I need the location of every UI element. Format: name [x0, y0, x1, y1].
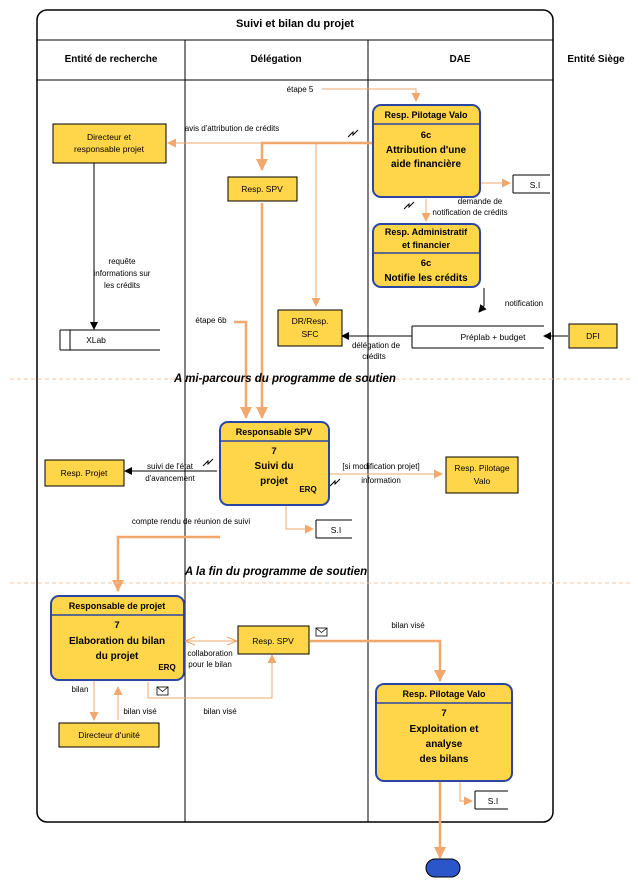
label-requete-2: informations sur [94, 269, 151, 278]
preplab-budget-store: Préplab + budget [411, 325, 544, 349]
svg-text:Valo: Valo [474, 476, 491, 486]
svg-text:et financier: et financier [402, 240, 451, 250]
xlab-store: XLab [59, 329, 160, 351]
svg-text:Suivi du: Suivi du [255, 461, 294, 472]
label-delegation-1: délégation de [352, 341, 401, 350]
separator-fin: A la fin du programme de soutien [184, 566, 367, 578]
svg-text:des bilans: des bilans [420, 754, 469, 765]
label-si-modif-2: information [361, 476, 401, 485]
svg-text:Directeur d'unité: Directeur d'unité [78, 730, 140, 740]
svg-text:7: 7 [441, 708, 446, 719]
svg-text:Préplab + budget: Préplab + budget [461, 332, 527, 342]
svg-text:SFC: SFC [302, 329, 319, 339]
svg-text:Responsable SPV: Responsable SPV [236, 427, 313, 437]
label-suivi-etat-2: d'avancement [145, 474, 195, 483]
lane-delegation: Délégation [250, 54, 301, 65]
box-responsable-projet-elaboration[interactable]: Responsable de projet 7 Elaboration du b… [50, 595, 185, 681]
svg-text:6c: 6c [421, 258, 432, 269]
svg-text:Resp. SPV: Resp. SPV [252, 636, 294, 646]
svg-text:Resp. Pilotage Valo: Resp. Pilotage Valo [384, 110, 468, 120]
lightning-icon [202, 458, 214, 467]
svg-text:analyse: analyse [426, 739, 463, 750]
label-demande-2: notification de crédits [432, 208, 507, 217]
box-dfi[interactable]: DFI [568, 323, 618, 349]
svg-text:Resp. SPV: Resp. SPV [241, 184, 283, 194]
box-directeur-responsable-projet[interactable]: Directeur et responsable projet [52, 123, 167, 164]
lane-dae: DAE [449, 54, 470, 65]
label-suivi-etat-1: suivi de l'état [147, 462, 194, 471]
svg-text:DR/Resp.: DR/Resp. [292, 316, 329, 326]
svg-text:responsable projet: responsable projet [74, 144, 145, 154]
svg-text:DFI: DFI [586, 331, 600, 341]
diagram-title: Suivi et bilan du projet [236, 18, 354, 30]
label-collaboration-2: pour le bilan [188, 660, 232, 669]
separator-mi-parcours: A mi-parcours du programme de soutien [173, 373, 396, 385]
lightning-icon [347, 129, 359, 138]
si-store-3: S.I [474, 790, 508, 810]
svg-text:S.I: S.I [488, 796, 498, 806]
box-pilotage-valo-attribution[interactable]: Resp. Pilotage Valo 6c Attribution d'une… [372, 104, 481, 198]
label-avis: avis d'attribution de crédits [185, 124, 279, 133]
box-dr-resp-sfc[interactable]: DR/Resp. SFC [277, 309, 343, 347]
box-resp-admin-financier[interactable]: Resp. Administratif et financier 6c Noti… [372, 223, 481, 288]
lane-siege: Entité Siège [567, 54, 625, 65]
svg-text:aide financière: aide financière [391, 159, 461, 170]
svg-text:XLab: XLab [86, 335, 106, 345]
svg-text:Elaboration du bilan: Elaboration du bilan [69, 636, 165, 647]
svg-text:Notifie les crédits: Notifie les crédits [384, 273, 468, 284]
label-bilan-vise-left: bilan visé [123, 707, 157, 716]
label-etape5: étape 5 [287, 85, 314, 94]
end-terminal[interactable] [425, 858, 461, 878]
label-bilan-vise-top: bilan visé [391, 621, 425, 630]
label-collaboration-1: collaboration [187, 649, 232, 658]
svg-text:projet: projet [260, 476, 288, 487]
thick-orange-flows [112, 141, 446, 859]
label-notification: notification [505, 299, 543, 308]
box-pilotage-valo-exploitation[interactable]: Resp. Pilotage Valo 7 Exploitation et an… [375, 683, 513, 782]
svg-text:S.I: S.I [530, 180, 540, 190]
label-bilan-vise-mid: bilan visé [203, 707, 237, 716]
svg-text:Attribution d'une: Attribution d'une [386, 145, 467, 156]
box-resp-spv-top[interactable]: Resp. SPV [227, 176, 298, 202]
label-etape6b: étape 6b [195, 316, 227, 325]
message-lightning-icons [202, 129, 415, 487]
black-flows [90, 163, 568, 475]
box-pilotage-valo-mid[interactable]: Resp. Pilotage Valo [445, 456, 519, 494]
svg-text:7: 7 [114, 620, 119, 631]
svg-text:du projet: du projet [96, 651, 139, 662]
svg-text:Directeur et: Directeur et [87, 132, 132, 142]
lightning-icon [403, 201, 415, 210]
si-store-2: S.I [315, 519, 352, 539]
label-delegation-2: crédits [362, 352, 386, 361]
svg-text:Resp. Projet: Resp. Projet [61, 468, 108, 478]
label-requete-3: les crédits [104, 281, 140, 290]
box-responsable-spv-suivi[interactable]: Responsable SPV 7 Suivi du projet ERQ [219, 421, 330, 506]
svg-text:7: 7 [271, 446, 276, 457]
box-resp-spv-bottom[interactable]: Resp. SPV [237, 625, 310, 655]
svg-text:6c: 6c [421, 130, 432, 141]
label-bilan: bilan [72, 685, 89, 694]
envelope-icon [156, 686, 169, 696]
si-store-1: S.I [512, 174, 550, 194]
label-compte-rendu: compte rendu de réunion de suivi [132, 517, 251, 526]
envelope-icon [315, 627, 328, 637]
svg-text:Exploitation et: Exploitation et [410, 724, 480, 735]
svg-text:Resp. Pilotage Valo: Resp. Pilotage Valo [402, 689, 486, 699]
label-demande-1: demande de [458, 197, 503, 206]
box-directeur-unite[interactable]: Directeur d'unité [58, 722, 160, 748]
svg-text:Resp. Pilotage: Resp. Pilotage [454, 463, 510, 473]
lightning-icon [329, 478, 341, 487]
lane-recherche: Entité de recherche [65, 54, 158, 65]
svg-text:S.I: S.I [331, 525, 341, 535]
svg-text:Responsable de projet: Responsable de projet [69, 601, 166, 611]
svg-text:Resp. Administratif: Resp. Administratif [385, 227, 468, 237]
label-si-modif-1: [si modification projet] [342, 462, 419, 471]
svg-text:ERQ: ERQ [158, 663, 175, 672]
box-resp-projet[interactable]: Resp. Projet [44, 459, 125, 487]
svg-text:ERQ: ERQ [299, 485, 316, 494]
label-requete-1: requête [108, 257, 136, 266]
